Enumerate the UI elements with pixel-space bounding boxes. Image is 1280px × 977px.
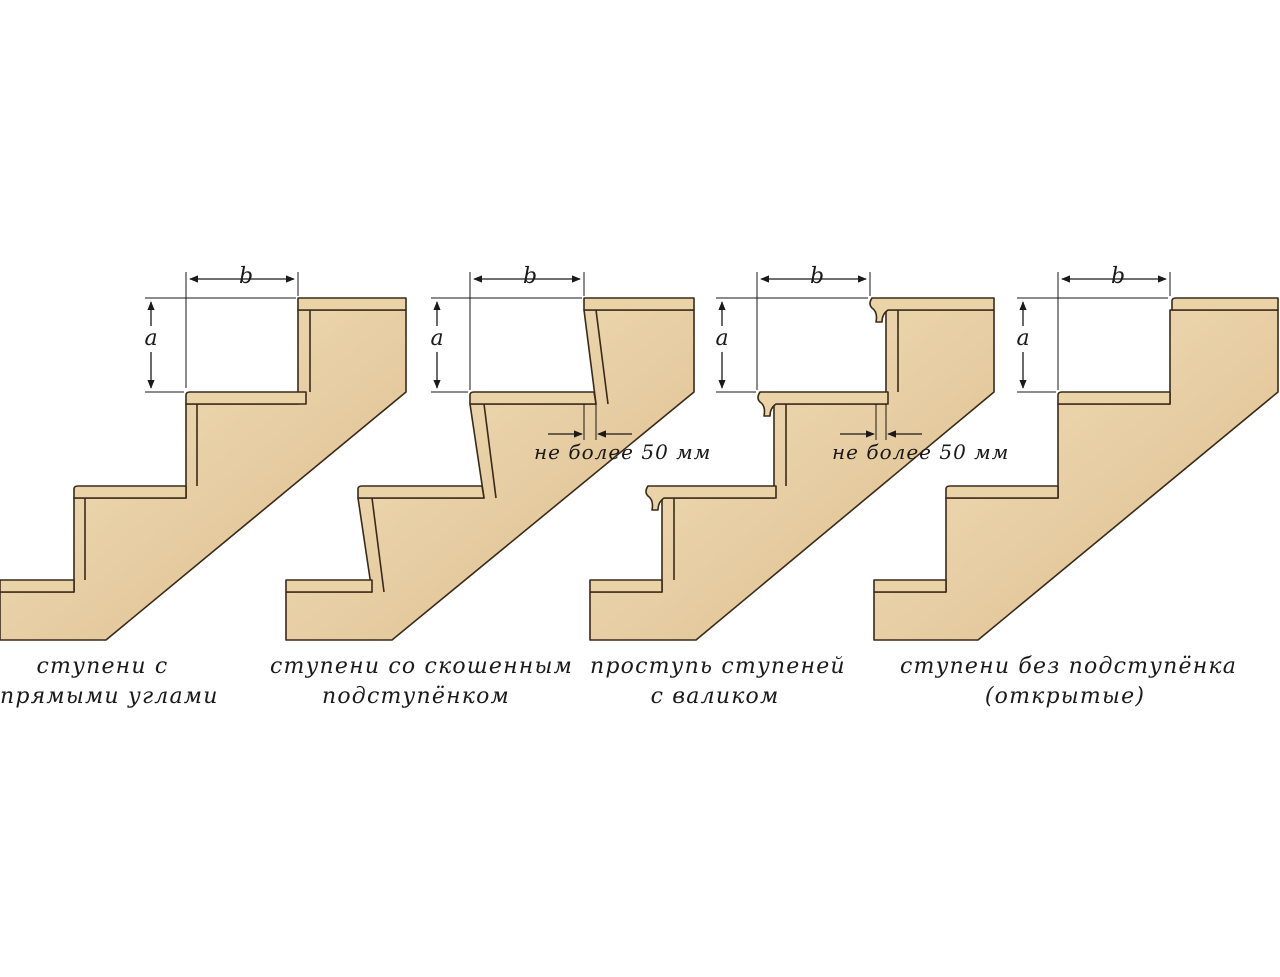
depth-label: b bbox=[810, 264, 824, 289]
depth-label: b bbox=[523, 264, 537, 289]
stair-nosing-tread-4 bbox=[589, 579, 663, 593]
stair-nosing: b a не более 50 мм bbox=[589, 264, 1009, 641]
stair-slanted-tread-top bbox=[583, 297, 695, 311]
stair-slanted-tread-4 bbox=[285, 579, 373, 593]
stair-open-body bbox=[873, 309, 1279, 641]
stair-nosing-body bbox=[589, 309, 995, 641]
stair-slanted-riser-line bbox=[595, 309, 609, 405]
label-backing bbox=[1013, 326, 1033, 352]
depth-label: b bbox=[1111, 264, 1125, 289]
label-backing bbox=[712, 326, 732, 352]
height-label: a bbox=[430, 326, 443, 351]
height-label: a bbox=[1016, 326, 1029, 351]
stair-square: b a bbox=[0, 264, 407, 641]
stair-slanted-tread-2 bbox=[469, 391, 597, 405]
stair-slanted-riser-line bbox=[371, 497, 385, 593]
stair-slanted-tread-3 bbox=[357, 485, 485, 499]
label-backing bbox=[427, 326, 447, 352]
height-label: a bbox=[715, 326, 728, 351]
caption-nosing-line1: проступь ступеней bbox=[590, 654, 846, 679]
caption-nosing-line2: с валиком bbox=[650, 684, 780, 709]
caption-square-line1: ступени с bbox=[36, 654, 169, 679]
stair-slanted-body bbox=[285, 309, 695, 641]
stair-square-tread-top bbox=[297, 297, 407, 311]
caption-slanted-line1: ступени со скошенным bbox=[270, 654, 574, 679]
stair-open-tread-3 bbox=[945, 485, 1059, 499]
stair-open-tread-top bbox=[1171, 297, 1279, 311]
stair-slanted-riser-line bbox=[483, 403, 497, 499]
stair-slanted: b a не более 50 мм bbox=[285, 264, 711, 641]
overhang-note: не более 50 мм bbox=[534, 440, 711, 464]
caption-open-line2: (открытые) bbox=[984, 684, 1146, 709]
caption-slanted: ступени со скошенным подступёнком bbox=[270, 652, 574, 712]
stair-nosing-tread-top bbox=[869, 297, 995, 323]
stair-open-tread-2 bbox=[1057, 391, 1171, 405]
caption-open: ступени без подступёнка (открытые) bbox=[900, 652, 1238, 712]
caption-square-line2: прямыми углами bbox=[0, 684, 219, 709]
caption-slanted-line2: подступёнком bbox=[321, 684, 510, 709]
overhang-note: не более 50 мм bbox=[832, 440, 1009, 464]
label-backing bbox=[141, 326, 161, 352]
stair-square-tread-2 bbox=[185, 391, 307, 405]
stair-open: b a bbox=[873, 264, 1279, 641]
caption-nosing: проступь ступеней с валиком bbox=[590, 652, 846, 712]
depth-label: b bbox=[239, 264, 253, 289]
caption-square: ступени с прямыми углами bbox=[0, 652, 219, 712]
stair-square-tread-3 bbox=[73, 485, 187, 499]
stair-nosing-tread-3 bbox=[645, 485, 777, 511]
stair-square-tread-4 bbox=[0, 579, 75, 593]
caption-open-line1: ступени без подступёнка bbox=[900, 654, 1238, 679]
stair-open-tread-4 bbox=[873, 579, 947, 593]
height-label: a bbox=[144, 326, 157, 351]
stair-nosing-tread-2 bbox=[757, 391, 889, 417]
